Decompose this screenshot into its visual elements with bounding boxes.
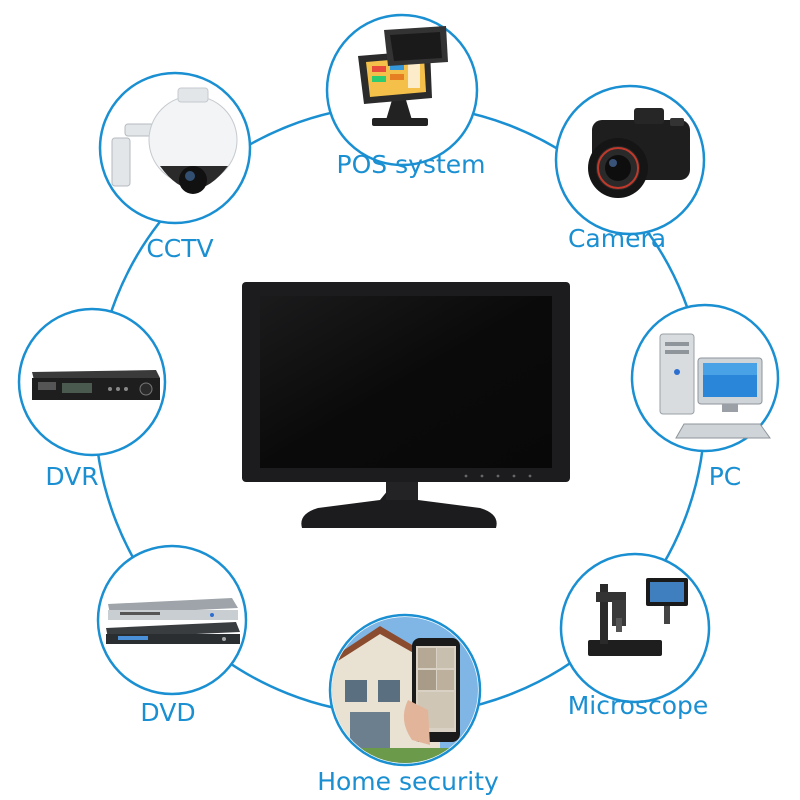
label-cctv: CCTV (146, 234, 214, 263)
node-pc (630, 303, 780, 453)
label-pos-system: POS system (336, 150, 486, 179)
label-microscope: Microscope (567, 691, 709, 720)
label-dvr: DVR (45, 462, 99, 491)
dvr-recorder-icon (32, 370, 160, 400)
node-cctv (98, 71, 252, 225)
node-camera (554, 84, 706, 236)
digital-microscope-icon (588, 578, 688, 656)
dvd-player-icon (106, 598, 240, 644)
dslr-camera-icon (588, 108, 690, 198)
dome-cctv-camera-icon (111, 87, 238, 194)
central-monitor (242, 282, 570, 528)
node-home-security (328, 613, 482, 767)
desktop-computer-icon (659, 333, 771, 439)
label-dvd: DVD (140, 698, 196, 727)
label-camera: Camera (567, 224, 667, 253)
node-pos-system (325, 13, 479, 167)
monitor-icon (242, 282, 570, 528)
pos-terminal-icon (358, 26, 448, 126)
node-dvd (96, 544, 248, 696)
node-microscope (559, 552, 711, 704)
node-dvr (17, 307, 167, 457)
label-home-security: Home security (317, 767, 499, 796)
label-pc: PC (708, 462, 742, 491)
